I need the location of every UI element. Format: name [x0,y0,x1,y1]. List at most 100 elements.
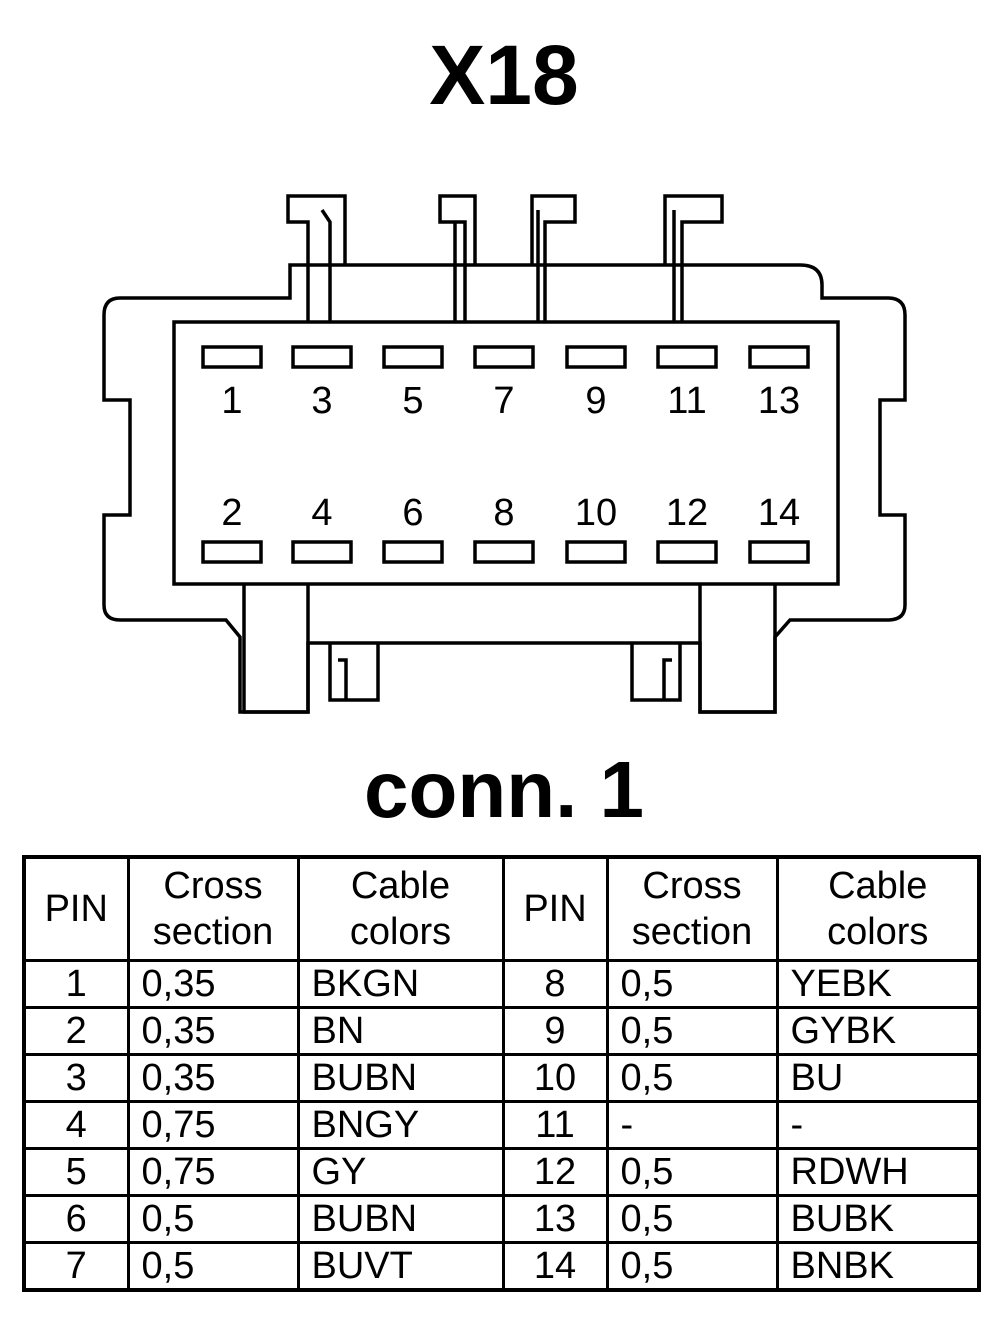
pin-number: 1 [22,959,130,1009]
pin-label: 2 [221,492,242,534]
pin-label: 11 [667,380,706,422]
cross-section-value: 0,75 [126,1147,300,1197]
cross-section-value: 0,5 [126,1194,300,1244]
pin-row-top [201,345,810,369]
cross-section-value: 0,35 [126,1053,300,1103]
pin-number: 7 [22,1241,130,1292]
cable-color-value: BKGN [296,959,505,1009]
pin-number: 9 [501,1006,609,1056]
pin-label: 3 [311,380,332,422]
connector-housing-outline [102,263,907,714]
pin-label: 9 [585,380,606,422]
pin-number: 11 [501,1100,609,1150]
cable-color-value: GY [296,1147,505,1197]
foot-right [698,584,777,714]
cross-section-value: - [605,1100,779,1150]
pin-label: 6 [402,492,423,534]
cable-color-value: BNBK [775,1241,981,1292]
cross-section-value: 0,5 [126,1241,300,1292]
cable-color-value: BUBN [296,1053,505,1103]
pin-number: 5 [22,1147,130,1197]
pin-number: 3 [22,1053,130,1103]
cable-color-value: - [775,1100,981,1150]
pin-number: 4 [22,1100,130,1150]
cross-section-value: 0,5 [605,1194,779,1244]
pin-socket [201,345,263,369]
latch-tab-center-right [530,194,577,322]
foot-left [242,584,310,714]
pin-row-bottom [201,540,810,564]
cross-section-value: 0,5 [605,1006,779,1056]
pin-label: 4 [311,492,332,534]
pin-number: 14 [501,1241,609,1292]
pin-label: 12 [666,492,708,534]
pin-socket [473,345,535,369]
latch-tab-right [663,194,724,322]
pin-label: 8 [493,492,514,534]
pin-number: 10 [501,1053,609,1103]
header-pin: PIN [22,855,130,962]
pin-number: 2 [22,1006,130,1056]
latch-tab-center-left [438,194,477,322]
cable-color-value: BNGY [296,1100,505,1150]
pin-label: 5 [402,380,423,422]
connector-subtitle: conn. 1 [363,745,645,834]
cross-section-value: 0,75 [126,1100,300,1150]
latch-tab-left [286,194,347,322]
clip-left [328,643,380,702]
cross-section-value: 0,35 [126,1006,300,1056]
pin-number: 13 [501,1194,609,1244]
cable-color-value: BUBK [775,1194,981,1244]
cable-color-value: BU [775,1053,981,1103]
pin-label: 13 [758,380,800,422]
pin-number: 8 [501,959,609,1009]
pin-label: 10 [575,492,617,534]
pin-number: 6 [22,1194,130,1244]
cable-color-value: BN [296,1006,505,1056]
header-pin: PIN [501,855,609,962]
cross-section-value: 0,5 [605,1053,779,1103]
cable-color-value: BUVT [296,1241,505,1292]
pin-number: 12 [501,1147,609,1197]
pin-socket [748,345,810,369]
cable-color-value: RDWH [775,1147,981,1197]
cable-color-value: BUBN [296,1194,505,1244]
pin-socket [565,345,627,369]
pin-socket [291,540,353,564]
pin-socket [473,540,535,564]
pin-label: 14 [758,492,800,534]
clip-right [630,643,682,702]
cross-section-value: 0,5 [605,1147,779,1197]
cross-section-value: 0,35 [126,959,300,1009]
cross-section-value: 0,5 [605,1241,779,1292]
pin-socket [656,345,718,369]
pin-label: 7 [493,380,514,422]
pin-socket [382,540,444,564]
pin-socket [201,540,263,564]
cable-color-value: YEBK [775,959,981,1009]
pin-socket [291,345,353,369]
pin-socket [382,345,444,369]
connector-title: X18 [429,28,579,122]
cross-section-value: 0,5 [605,959,779,1009]
pin-socket [748,540,810,564]
pin-label: 1 [221,380,242,422]
pin-socket [565,540,627,564]
cable-color-value: GYBK [775,1006,981,1056]
pin-socket [656,540,718,564]
pin-face [172,320,840,586]
